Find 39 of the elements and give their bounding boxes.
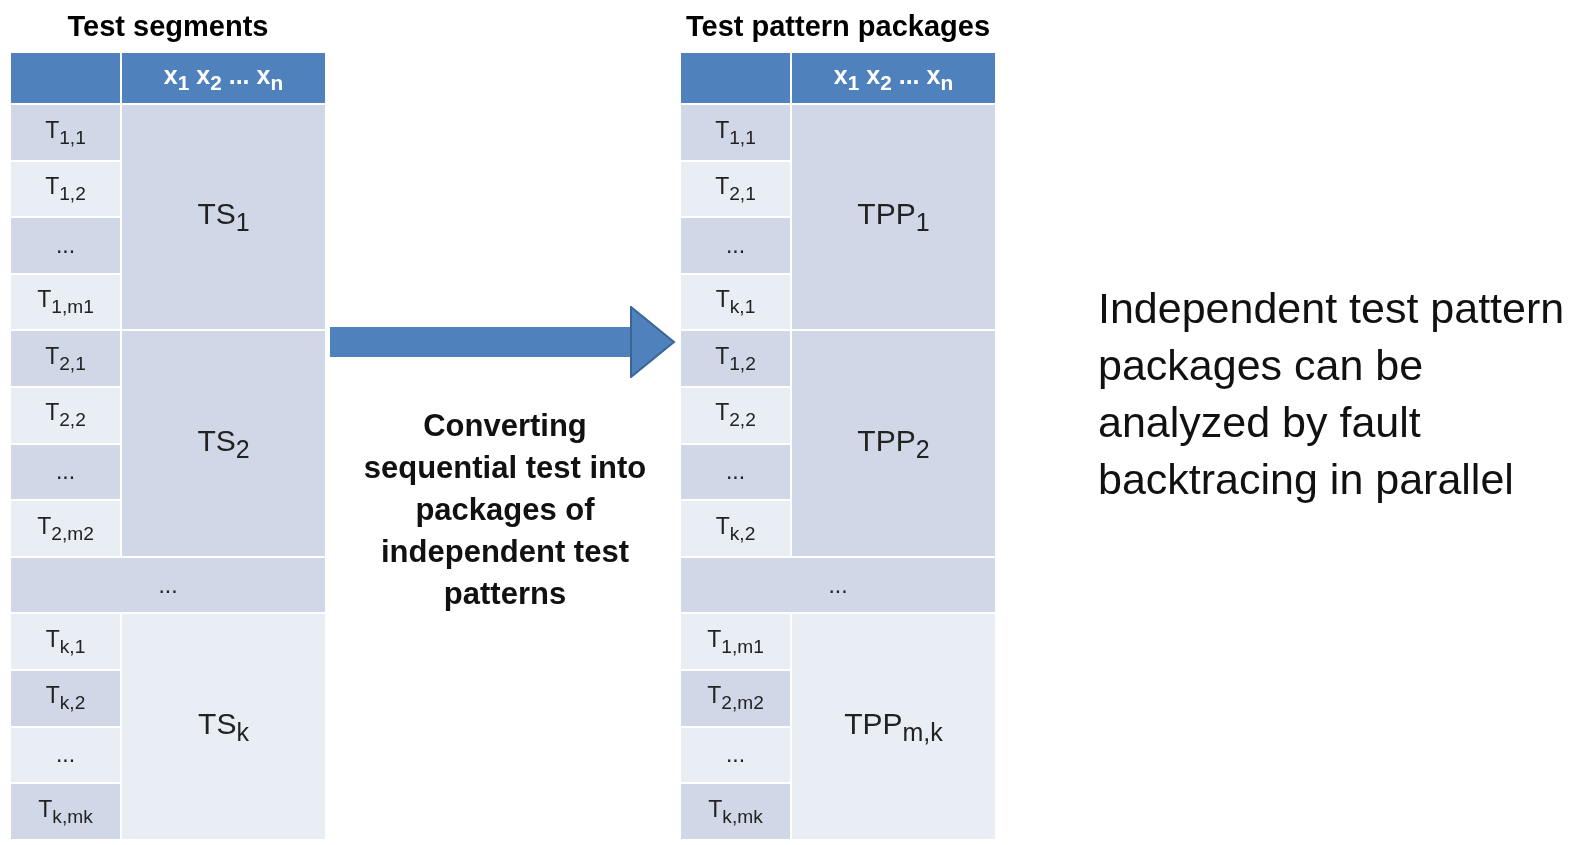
table-cell: T$_{k,2}$ [680, 500, 791, 557]
table-cell: ... [10, 556, 326, 614]
table-cell: T$_{1,m1}$ [680, 613, 791, 670]
table-cell: ... [680, 443, 791, 501]
table-cell: ... [680, 726, 791, 784]
table-cell: T$_{1,2}$ [680, 330, 791, 387]
table-heading: Test pattern packages [684, 9, 992, 44]
table-cell: ... [10, 217, 121, 274]
table-cell: TPP$_{2}$ [791, 330, 996, 557]
column-header: x$_{1}$ x$_{2}$ ... x$_{n}$ [121, 52, 326, 104]
table-cell: ... [10, 443, 121, 501]
table-cell: T$_{k,mk}$ [680, 783, 791, 840]
table-cell: T$_{2,m2}$ [680, 669, 791, 727]
table-cell: T$_{1,1}$ [10, 104, 121, 161]
table-cell: ... [10, 726, 121, 784]
table-cell: T$_{2,m2}$ [10, 500, 121, 557]
table-cell: T$_{2,2}$ [10, 386, 121, 444]
table-cell: T$_{k,1}$ [680, 273, 791, 331]
table-cell: TS$_{k}$ [121, 613, 326, 840]
table-cell: T$_{k,1}$ [10, 613, 121, 670]
table-cell: T$_{k,mk}$ [10, 783, 121, 840]
table-cell: TS$_{2}$ [121, 330, 326, 557]
edge-label: Converting sequential test into packages of independent test patterns [362, 407, 648, 613]
block-arrow [330, 306, 675, 378]
table-cell: T$_{1,2}$ [10, 160, 121, 218]
table-cell: T$_{1,m1}$ [10, 273, 121, 331]
table-cell: TPP$_{m,k}$ [791, 613, 996, 840]
table-cell: TPP$_{1}$ [791, 104, 996, 331]
table-cell: TS$_{1}$ [121, 104, 326, 331]
table-cell: T$_{1,1}$ [680, 104, 791, 161]
note-text: Independent test pattern packages can be analyzed by fault backtracing in parallel [1098, 283, 1566, 505]
table-cell: T$_{k,2}$ [10, 669, 121, 727]
table-cell: ... [680, 556, 996, 614]
column-header: x$_{1}$ x$_{2}$ ... x$_{n}$ [791, 52, 996, 104]
table-heading: Test segments [66, 9, 270, 44]
table-cell: T$_{2,2}$ [680, 386, 791, 444]
table-cell: T$_{2,1}$ [10, 330, 121, 387]
table-cell: T$_{2,1}$ [680, 160, 791, 218]
table-cell: ... [680, 217, 791, 274]
